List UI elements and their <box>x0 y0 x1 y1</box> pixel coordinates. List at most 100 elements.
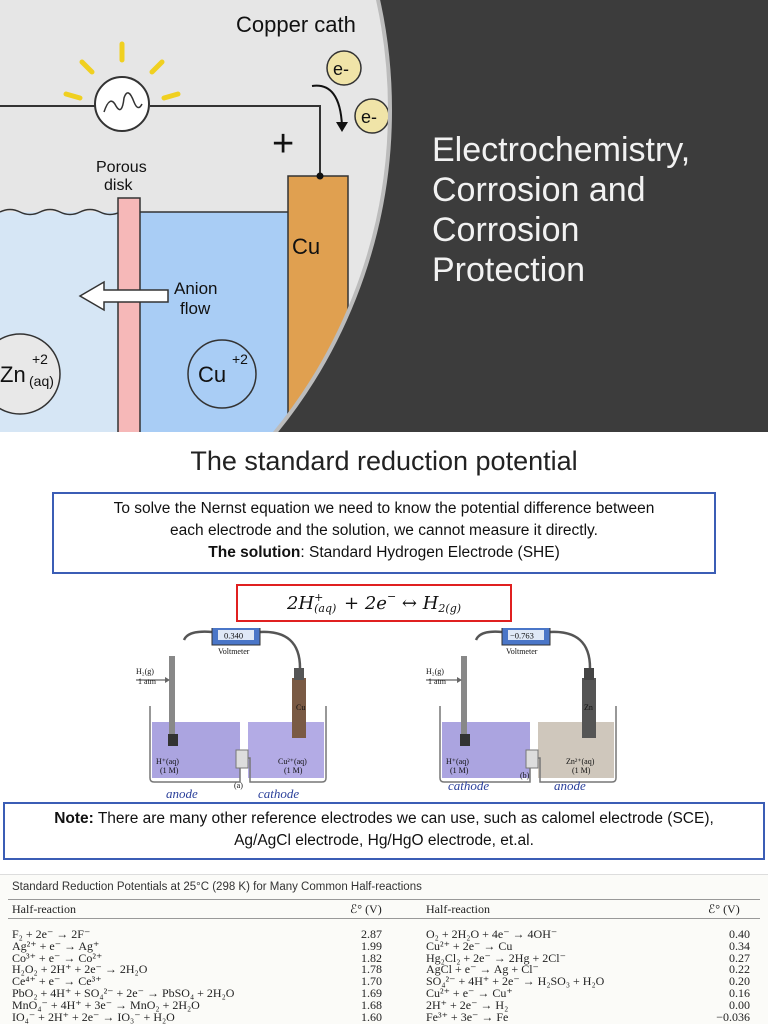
half-reaction-cell: Ag²⁺ + e⁻ → Ag⁺ <box>12 938 100 953</box>
intro-line: each electrode and the solution, we cann… <box>170 522 598 539</box>
potential-cell: 0.00 <box>729 997 750 1012</box>
solution-label: Cu²⁺(aq) <box>278 757 307 766</box>
half-reaction-cell: O₂ + 2H₂O + 4e⁻ → 4OH⁻ <box>426 927 558 941</box>
disk-label: disk <box>104 177 133 194</box>
title-line: Corrosion <box>432 211 580 249</box>
galvanic-cell-illustration: Copper cath Porous disk Anion flow Cu + … <box>0 0 392 432</box>
gas-pressure: 1 atm <box>428 677 447 686</box>
electron-label: e- <box>333 59 349 79</box>
potential-cell: 1.70 <box>361 974 382 989</box>
potential-cell: 1.82 <box>361 950 382 965</box>
metal-label: Cu <box>296 703 305 712</box>
half-reaction-cell: SO₄²⁻ + 4H⁺ + 2e⁻ → H₂SO₃ + H₂O <box>426 974 605 989</box>
half-reaction-cell: Cu²⁺ + 2e⁻ → Cu <box>426 938 513 953</box>
potential-cell: −0.036 <box>716 1009 750 1024</box>
light-bulb-icon <box>63 41 181 132</box>
flow-label: flow <box>180 299 211 318</box>
potential-cell: 1.78 <box>361 962 382 977</box>
solution-molarity: (1 M) <box>572 766 591 775</box>
potential-cell: 2.87 <box>361 927 382 941</box>
electron-label: e- <box>361 107 377 127</box>
note-text: There are many other reference electrode… <box>93 810 714 827</box>
half-reaction-cell: 2H⁺ + 2e⁻ → H₂ <box>426 997 509 1012</box>
plus-terminal-label: + <box>272 123 294 165</box>
title-line: Corrosion and <box>432 171 646 209</box>
half-reaction-cell: MnO₄⁻ + 4H⁺ + 3e⁻ → MnO₂ + 2H₂O <box>12 997 200 1012</box>
voltmeter-reading: 0.340 <box>224 631 243 641</box>
half-reaction-cell: Hg₂Cl₂ + 2e⁻ → 2Hg + 2Cl⁻ <box>426 950 566 965</box>
zn-ion-icon <box>0 333 61 415</box>
zn-ion-state: (aq) <box>29 373 54 389</box>
metal-label: Zn <box>584 703 593 712</box>
solution-molarity: (1 M) <box>284 766 303 775</box>
eq-sub: (aq) <box>314 602 337 615</box>
solution-text: : Standard Hydrogen Electrode (SHE) <box>300 544 560 561</box>
solution-label: H⁺(aq) <box>446 757 469 766</box>
figure-zn-cell: −0.763 Voltmeter H₂(g) 1 atm Zn H⁺(aq) (… <box>426 628 617 793</box>
cu-ion-icon <box>187 339 257 409</box>
eq-sup: + <box>314 591 324 604</box>
zn-ion-charge: +2 <box>32 351 48 367</box>
eq-part: + 2e <box>338 592 387 614</box>
solution-label: H⁺(aq) <box>156 757 179 766</box>
voltmeter-label: Voltmeter <box>218 647 250 656</box>
title-line: Protection <box>432 251 586 289</box>
column-header: ℰ° (V) <box>708 902 740 916</box>
solution-label: The solution <box>208 544 301 561</box>
potential-cell: 0.34 <box>729 938 750 953</box>
note-label: Note: <box>54 810 94 827</box>
reduction-potential-table: Standard Reduction Potentials at 25°C (2… <box>0 874 768 1024</box>
intro-box: To solve the Nernst equation we need to … <box>52 492 716 574</box>
solution-molarity: (1 M) <box>160 766 179 775</box>
potential-cell: 0.16 <box>729 986 750 1000</box>
solution-label: Zn²⁺(aq) <box>566 757 595 766</box>
slide-title: Electrochemistry, Corrosion and Corrosio… <box>432 130 752 290</box>
eq-part: 2H <box>286 592 315 614</box>
electrode-role: cathode <box>258 786 299 801</box>
gas-label: H₂(g) <box>136 667 154 676</box>
title-slide: Copper cath Porous disk Anion flow Cu + … <box>0 0 768 432</box>
table-row: H₂O₂ + 2H⁺ + 2e⁻ → 2H₂O 1.78 AgCl + e⁻ → A… <box>12 964 760 976</box>
column-header: Half-reaction <box>12 902 76 916</box>
voltmeter-reading: −0.763 <box>510 631 534 641</box>
cu-ion-label: Cu <box>198 362 226 387</box>
half-reaction-cell: Ce⁴⁺ + e⁻ → Ce³⁺ <box>12 974 102 989</box>
half-reaction-cell: Cu²⁺ + e⁻ → Cu⁺ <box>426 986 513 1000</box>
half-reaction-cell: PbO₂ + 4H⁺ + SO₄²⁻ + 2e⁻ → PbSO₄ + 2H₂O <box>12 986 235 1000</box>
note-box: Note: There are many other reference ele… <box>3 802 765 860</box>
cu-ion-charge: +2 <box>232 351 248 367</box>
half-reaction-cell: H₂O₂ + 2H⁺ + 2e⁻ → 2H₂O <box>12 962 148 977</box>
content-slide: The standard reduction potential To solv… <box>0 432 768 1024</box>
porous-disk <box>117 197 141 432</box>
electrode-role: cathode <box>448 778 489 793</box>
voltmeter-label: Voltmeter <box>506 647 538 656</box>
title-line: Electrochemistry, <box>432 131 691 169</box>
electrode-role: anode <box>554 778 586 793</box>
slide-title: The standard reduction potential <box>190 446 578 476</box>
eq-sub: 2(g) <box>438 601 462 615</box>
potential-cell: 1.60 <box>361 1009 382 1024</box>
zn-ion-label: Zn <box>0 362 26 387</box>
table-header: Half-reaction ℰ° (V) Half-reaction ℰ° (V… <box>8 899 760 919</box>
cu-electrode-label: Cu <box>292 234 320 259</box>
solution-molarity: (1 M) <box>450 766 469 775</box>
anion-label: Anion <box>174 279 217 298</box>
anion-flow-arrow-icon <box>78 280 169 312</box>
electron-icon <box>326 50 362 86</box>
gas-label: H₂(g) <box>426 667 444 676</box>
table-row: MnO₄⁻ + 4H⁺ + 3e⁻ → MnO₂ + 2H₂O 1.68 2H⁺ +… <box>12 997 760 1012</box>
half-reaction-cell: IO₄⁻ + 2H⁺ + 2e⁻ → IO₃⁻ + H₂O <box>12 1009 175 1024</box>
potential-cell: 1.68 <box>361 997 382 1012</box>
copper-cathode-label: Copper cath <box>236 12 356 37</box>
potential-cell: 0.27 <box>729 950 750 965</box>
porous-label: Porous <box>96 159 147 176</box>
gas-pressure: 1 atm <box>138 677 157 686</box>
column-header: ℰ° (V) <box>350 902 382 916</box>
table-row: Ce⁴⁺ + e⁻ → Ce³⁺ 1.70 SO₄²⁻ + 4H⁺ + 2e⁻ → … <box>12 974 760 989</box>
half-reaction-cell: AgCl + e⁻ → Ag + Cl⁻ <box>426 962 539 977</box>
potential-cell: 1.69 <box>361 986 382 1000</box>
